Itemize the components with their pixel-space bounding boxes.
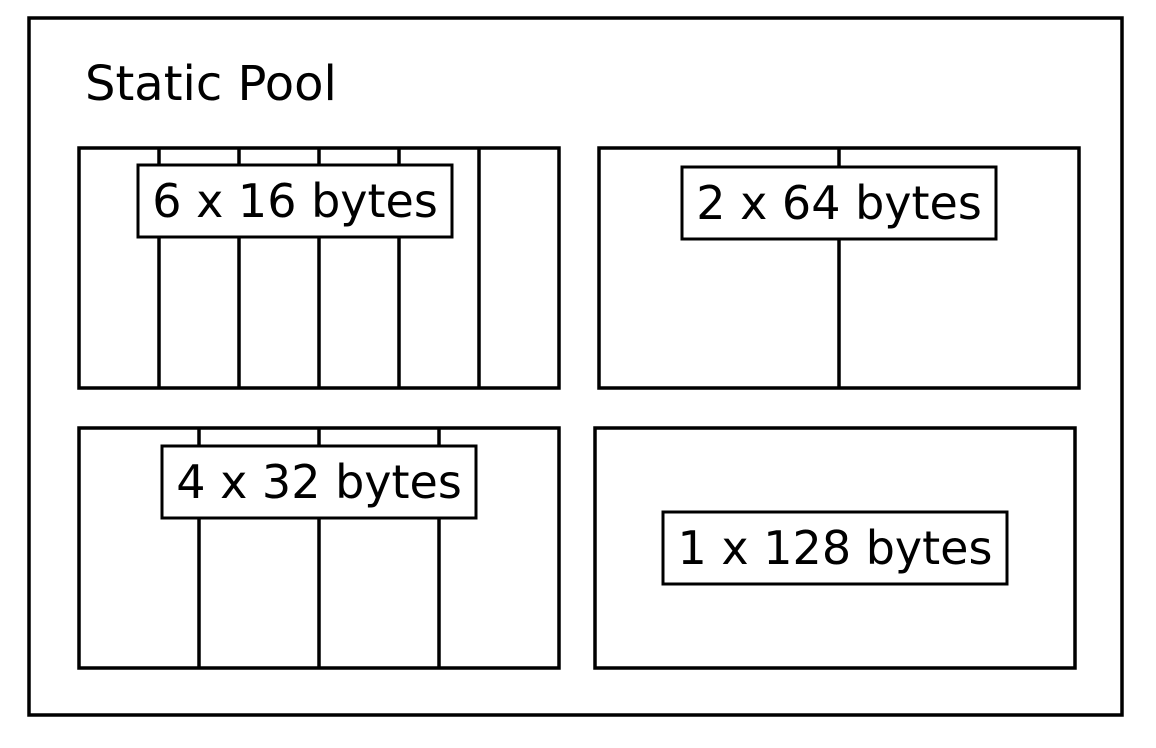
pool-block-64-bytes: 2 x 64 bytes xyxy=(597,146,1081,390)
pool-label-box xyxy=(661,510,1009,586)
pool-label: 1 x 128 bytes xyxy=(678,521,993,575)
static-pool-title: Static Pool xyxy=(85,56,337,112)
pool-label-box xyxy=(680,165,998,241)
pool-block-32-bytes: 4 x 32 bytes xyxy=(77,426,561,670)
pool-label-box xyxy=(136,163,454,239)
pool-label: 2 x 64 bytes xyxy=(696,176,982,230)
pool-block-128-bytes: 1 x 128 bytes xyxy=(593,426,1077,670)
pool-label: 6 x 16 bytes xyxy=(152,174,438,228)
pool-label-box xyxy=(160,444,478,520)
pool-label: 4 x 32 bytes xyxy=(176,455,462,509)
pool-block-16-bytes: 6 x 16 bytes xyxy=(77,146,561,390)
